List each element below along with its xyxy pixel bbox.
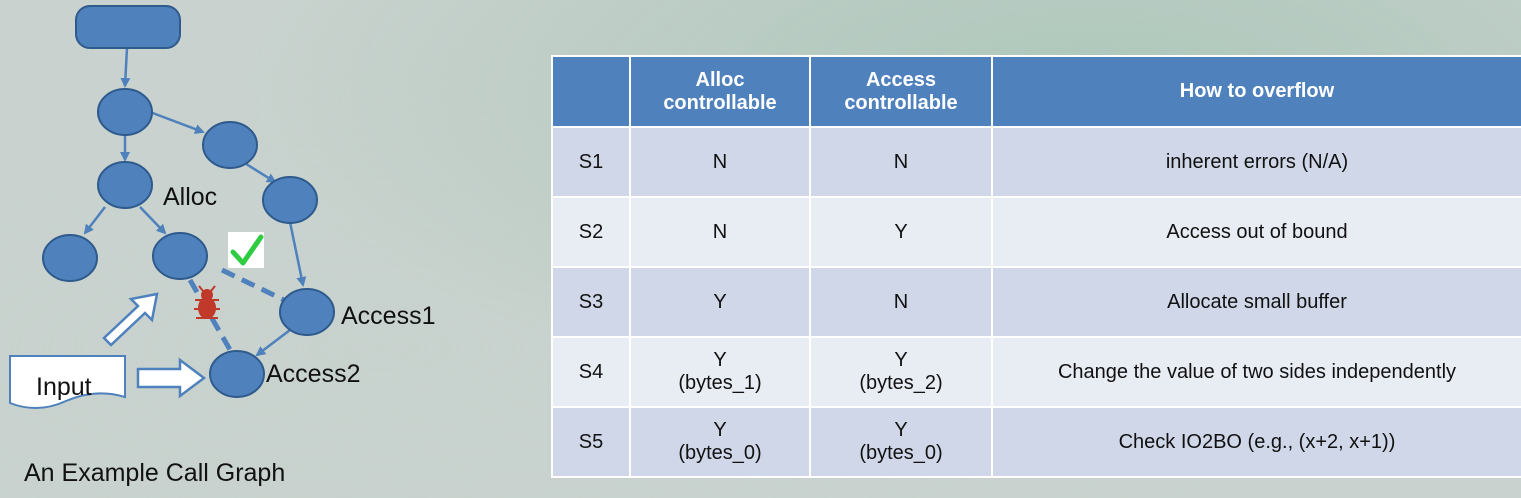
cell-alloc: N <box>629 126 811 198</box>
header-line: How to overflow <box>1179 80 1335 102</box>
edge-access1-access2 <box>255 329 291 357</box>
graph-edges <box>83 47 307 357</box>
cell-value: Y <box>713 419 727 441</box>
cell-alloc: Y (bytes_1) <box>629 336 811 408</box>
cell-how: Access out of bound <box>991 196 1521 268</box>
cell-alloc: Y <box>629 266 811 338</box>
input-label: Input <box>36 373 92 401</box>
graph-node <box>262 176 318 224</box>
dashed-relations <box>187 267 286 357</box>
header-line: Access <box>865 68 937 91</box>
cell-subvalue: (bytes_2) <box>859 372 943 394</box>
cell-access: N <box>809 126 993 198</box>
cell-how: Change the value of two sides independen… <box>991 336 1521 408</box>
table-row: S1 N N inherent errors (N/A) <box>551 126 1521 198</box>
edge-alloc-leaf <box>83 206 106 235</box>
hollow-arrow-up-icon <box>102 292 159 347</box>
cell-value: N <box>893 150 909 173</box>
input-document <box>9 355 126 409</box>
cell-value: Y <box>894 419 908 441</box>
cell-scenario-id: S1 <box>551 126 631 198</box>
cell-access: Y (bytes_2) <box>809 336 993 408</box>
graph-node <box>42 234 98 282</box>
graph-node <box>97 88 153 136</box>
edge-n2-n3 <box>242 160 277 184</box>
cell-how: inherent errors (N/A) <box>991 126 1521 198</box>
cell-value: Y <box>713 290 727 313</box>
access1-label: Access1 <box>341 302 435 330</box>
alloc-node <box>97 161 153 209</box>
table-header-row: Alloc controllable Access controllable H… <box>551 55 1521 128</box>
header-line: Alloc <box>695 68 745 91</box>
overflow-table: Alloc controllable Access controllable H… <box>551 55 1521 478</box>
cell-alloc: N <box>629 196 811 268</box>
cell-subvalue: (bytes_0) <box>678 442 762 464</box>
cell-access: Y <box>809 196 993 268</box>
bug-icon <box>194 285 220 319</box>
graph-nodes <box>42 5 335 398</box>
access2-label: Access2 <box>266 360 360 388</box>
cell-value: Y <box>894 220 908 243</box>
cell-value: Y <box>894 349 908 371</box>
cell-value: N <box>893 290 909 313</box>
cell-scenario-id: S3 <box>551 266 631 338</box>
dashed-n4-access2 <box>187 278 236 357</box>
table-row: S5 Y (bytes_0) Y (bytes_0) Check IO2BO (… <box>551 406 1521 478</box>
header-alloc-controllable: Alloc controllable <box>629 55 811 128</box>
graph-node <box>152 232 208 280</box>
cell-subvalue: (bytes_0) <box>859 442 943 464</box>
table-row: S2 N Y Access out of bound <box>551 196 1521 268</box>
header-line: controllable <box>663 91 777 114</box>
access2-node <box>209 350 265 398</box>
root-node <box>75 5 181 49</box>
cell-subvalue: (bytes_1) <box>678 372 762 394</box>
header-access-controllable: Access controllable <box>809 55 993 128</box>
edge-alloc-n4 <box>139 206 167 235</box>
cell-access: N <box>809 266 993 338</box>
cell-scenario-id: S2 <box>551 196 631 268</box>
cell-value: Y <box>713 349 727 371</box>
hollow-arrow-right-icon <box>136 357 207 399</box>
alloc-label: Alloc <box>163 183 217 211</box>
header-cell-id <box>551 55 631 128</box>
table-row: S3 Y N Allocate small buffer <box>551 266 1521 338</box>
cell-how: Check IO2BO (e.g., (x+2, x+1)) <box>991 406 1521 478</box>
table-row: S4 Y (bytes_1) Y (bytes_2) Change the va… <box>551 336 1521 408</box>
edge-n3-access1 <box>288 221 307 287</box>
cell-alloc: Y (bytes_0) <box>629 406 811 478</box>
dashed-access1-link <box>220 267 286 303</box>
cell-value: N <box>712 150 728 173</box>
cell-access: Y (bytes_0) <box>809 406 993 478</box>
cell-scenario-id: S5 <box>551 406 631 478</box>
edge-n1-n2 <box>149 110 205 134</box>
access1-node <box>279 288 335 336</box>
edge-root-n1 <box>120 47 131 88</box>
cell-scenario-id: S4 <box>551 336 631 408</box>
cell-how: Allocate small buffer <box>991 266 1521 338</box>
header-how-to-overflow: How to overflow <box>991 55 1521 128</box>
graph-node <box>202 121 258 169</box>
cell-value: N <box>712 220 728 243</box>
call-graph-diagram: Alloc Access1 Access2 Input <box>9 5 435 409</box>
diagram-caption: An Example Call Graph <box>24 459 286 487</box>
check-icon <box>228 232 264 268</box>
header-line: controllable <box>844 91 958 114</box>
